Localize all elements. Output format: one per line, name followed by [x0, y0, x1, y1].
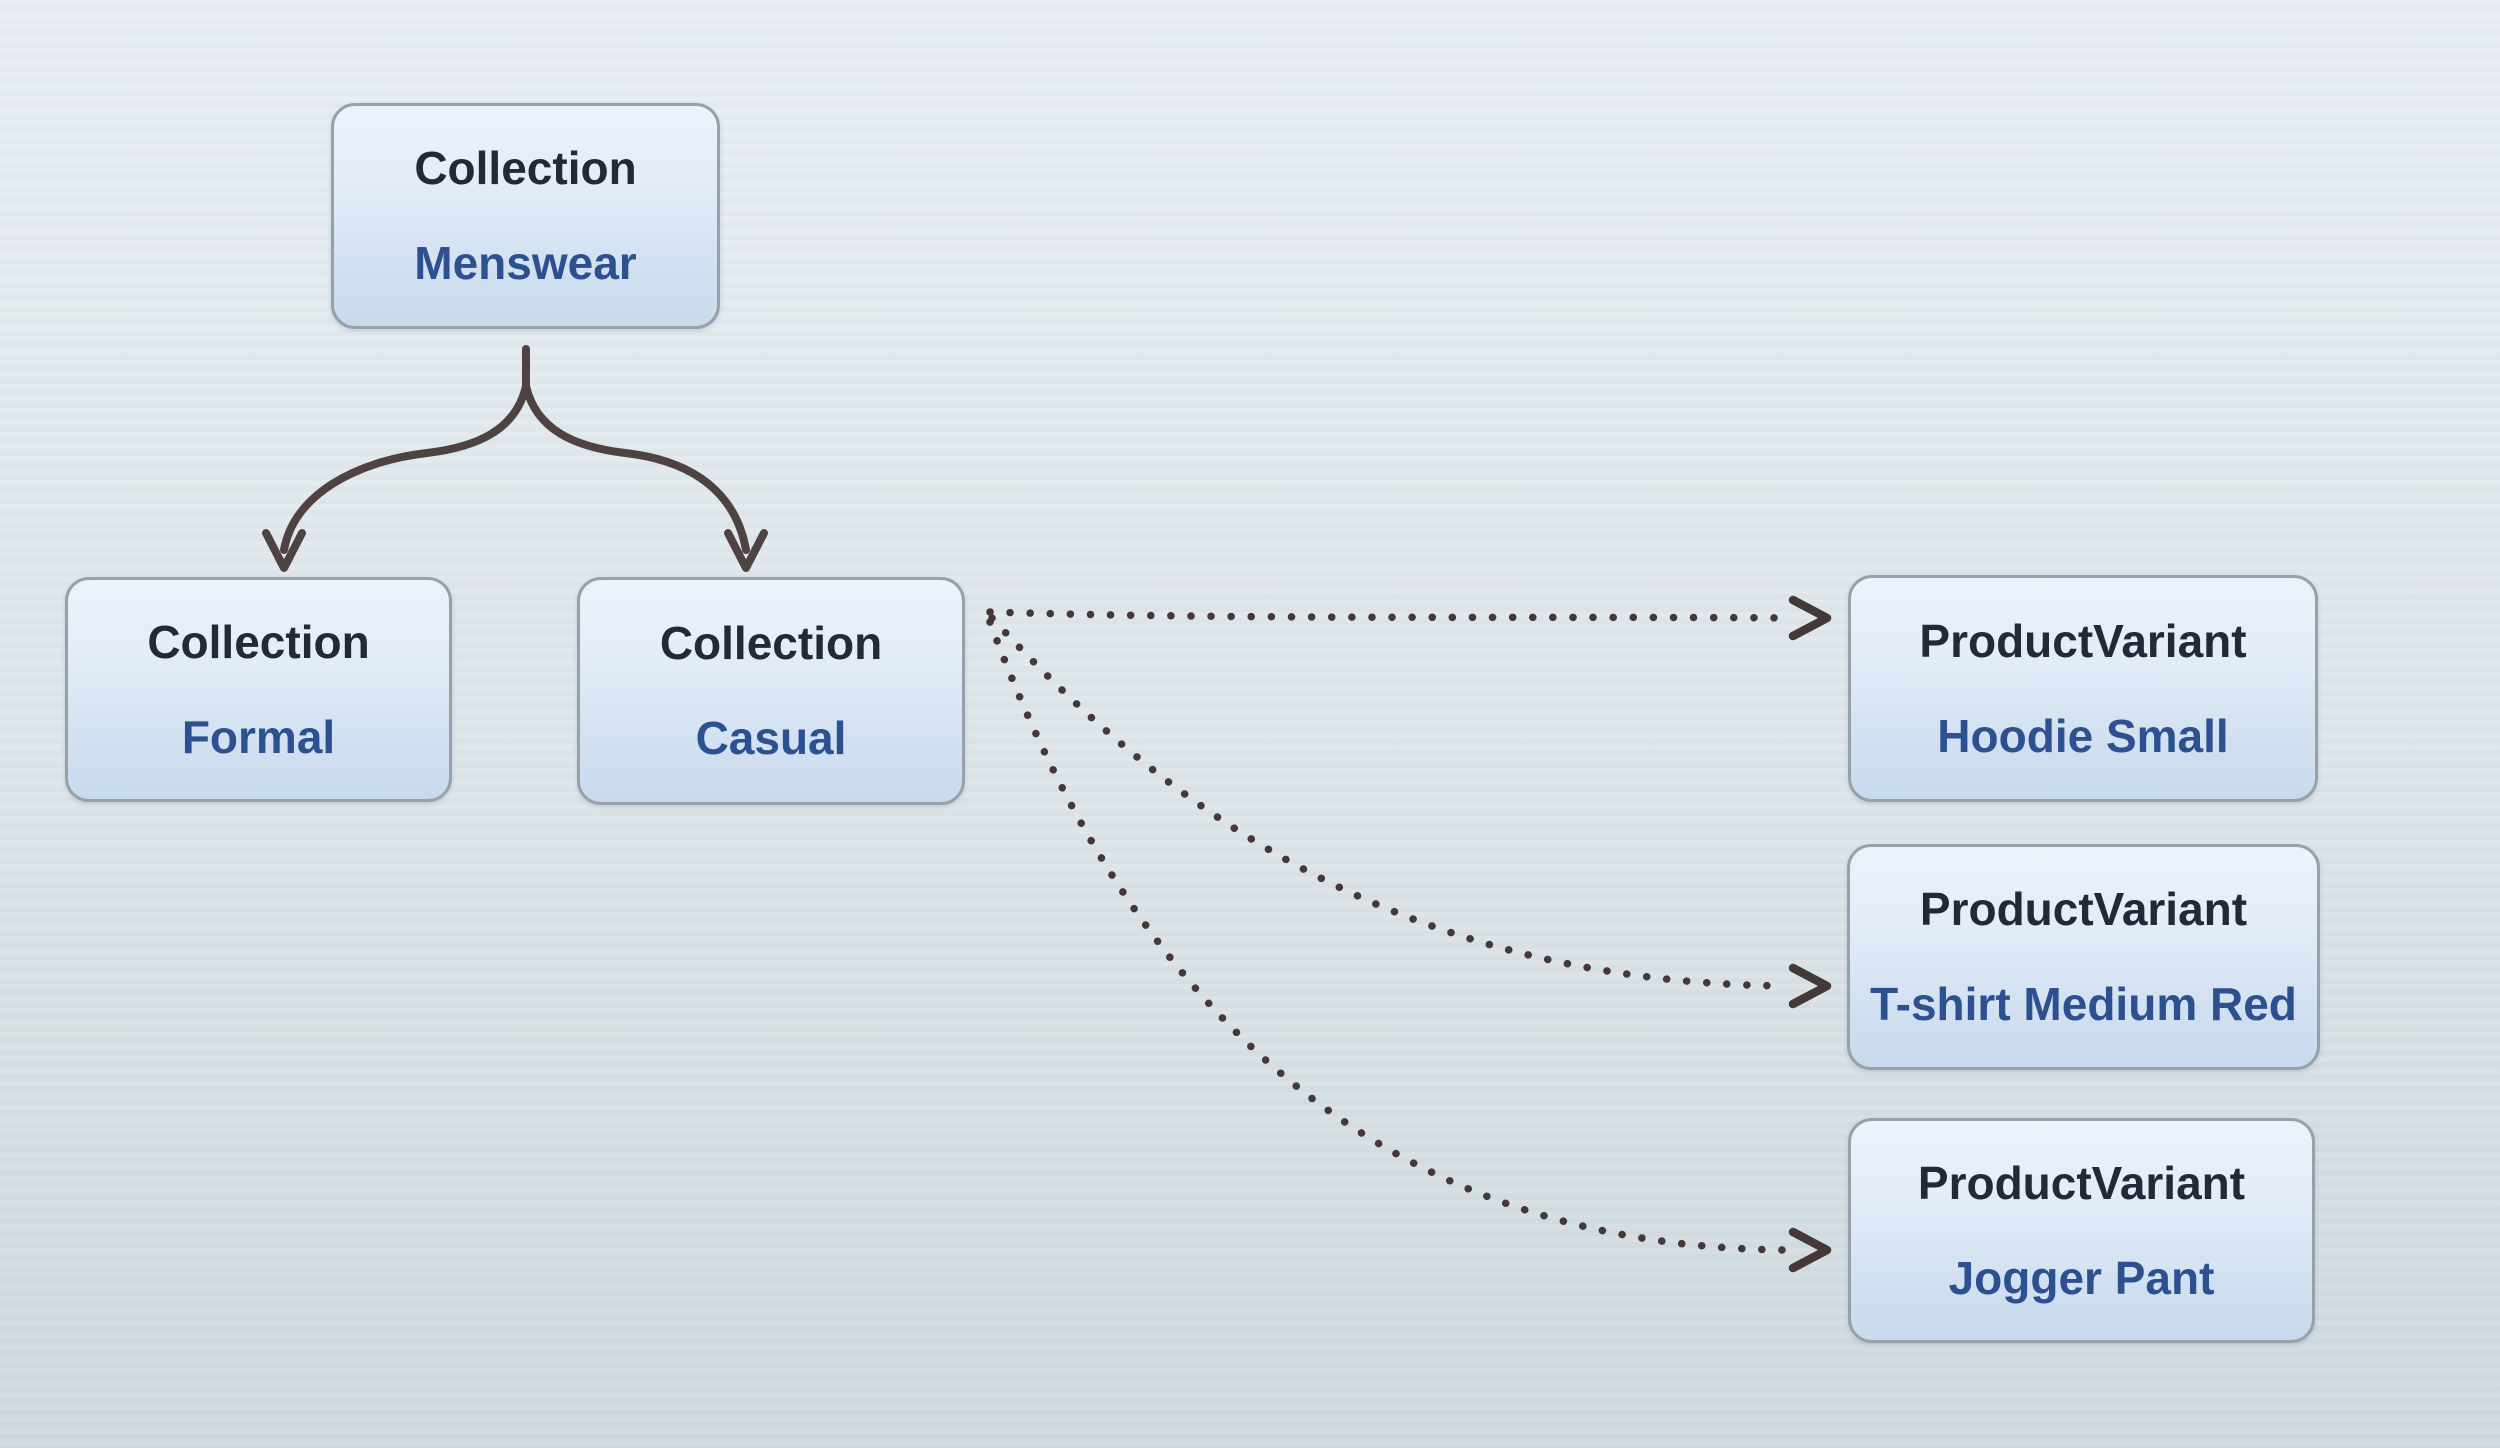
node-type-label: ProductVariant — [1919, 614, 2247, 667]
node-name-label: Casual — [695, 712, 847, 764]
node-name-label: Formal — [181, 710, 336, 763]
node-productvariant-tshirt-medium-red[interactable]: ProductVariant T-shirt Medium Red — [1847, 844, 2320, 1070]
node-name-label: Menswear — [414, 237, 637, 289]
node-collection-casual[interactable]: Collection Casual — [577, 577, 965, 805]
node-productvariant-hoodie-small[interactable]: ProductVariant Hoodie Small — [1848, 575, 2318, 802]
arrowhead-jogger-icon — [1788, 1227, 1832, 1273]
edge-casual-tshirt — [988, 614, 1790, 990]
node-collection-menswear[interactable]: Collection Menswear — [331, 103, 720, 329]
edge-menswear-formal — [280, 382, 530, 554]
node-type-label: ProductVariant — [1919, 883, 2248, 936]
node-type-label: Collection — [414, 142, 637, 195]
node-name-label: T-shirt Medium Red — [1870, 978, 2297, 1030]
node-type-label: Collection — [147, 615, 370, 668]
node-productvariant-jogger-pant[interactable]: ProductVariant Jogger Pant — [1848, 1118, 2315, 1343]
arrowhead-casual-icon — [724, 529, 768, 572]
node-collection-formal[interactable]: Collection Formal — [65, 577, 452, 802]
node-type-label: Collection — [659, 617, 883, 670]
edge-menswear-casual — [522, 382, 750, 554]
edge-casual-jogger — [986, 618, 1790, 1254]
node-name-label: Hoodie Small — [1937, 709, 2229, 762]
arrowhead-tshirt-icon — [1788, 963, 1832, 1009]
arrowhead-formal-icon — [262, 529, 306, 572]
node-type-label: ProductVariant — [1917, 1156, 2246, 1209]
arrowhead-hoodie-icon — [1788, 595, 1832, 641]
node-name-label: Jogger Pant — [1948, 1251, 2215, 1304]
edge-casual-hoodie — [986, 608, 1790, 622]
